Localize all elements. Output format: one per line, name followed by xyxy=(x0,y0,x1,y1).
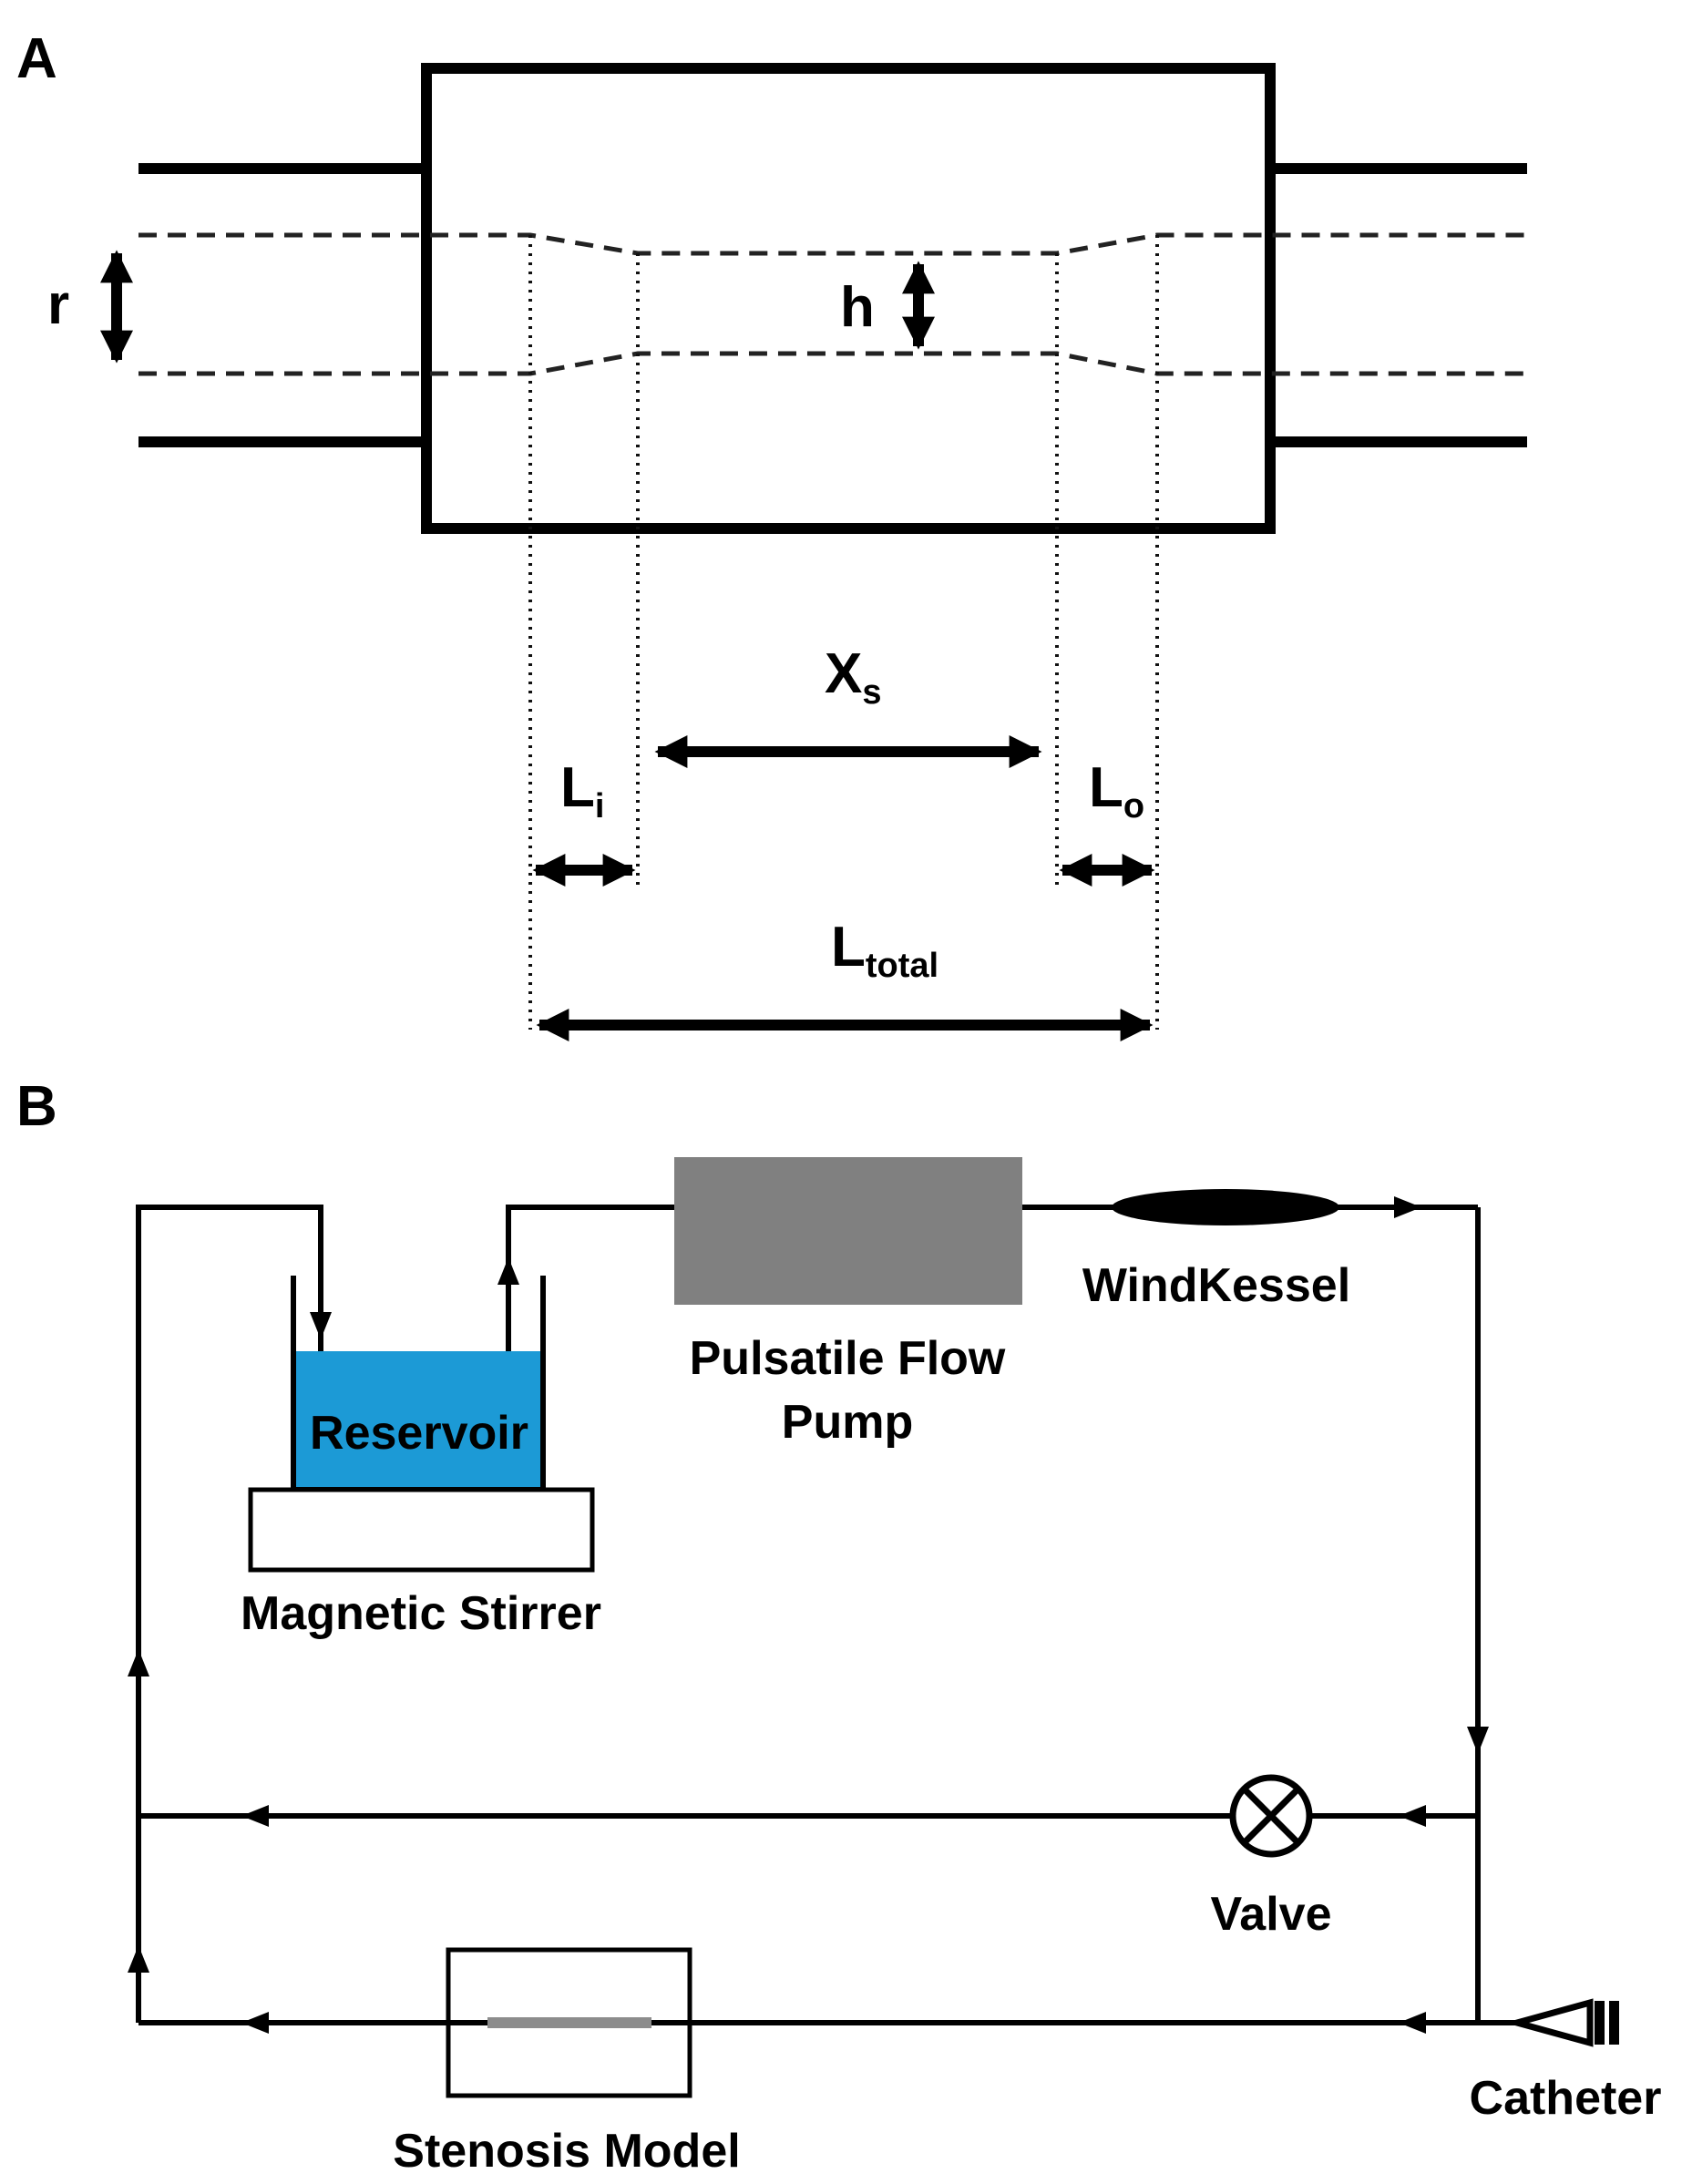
reservoir-fluid xyxy=(293,1351,543,1490)
r-label: r xyxy=(47,273,69,336)
lumen-profile xyxy=(138,232,1527,376)
magnetic-stirrer: Magnetic Stirrer xyxy=(241,1487,601,1640)
panel-a: A r h Xs Li xyxy=(16,27,1527,1041)
xs-label: Xs xyxy=(825,642,882,712)
li-label: Li xyxy=(560,756,604,825)
h-label: h xyxy=(840,276,875,339)
stenosis-model-label: Stenosis Model xyxy=(393,2125,740,2178)
projection-lines xyxy=(528,235,1159,1030)
catheter: Catheter xyxy=(1470,1998,1662,2125)
pulsatile-flow-pump: Pulsatile Flow Pump xyxy=(674,1157,1022,1449)
pump-label-line1: Pulsatile Flow xyxy=(690,1332,1006,1385)
windkessel-label: WindKessel xyxy=(1082,1259,1350,1312)
panel-a-label: A xyxy=(16,27,57,90)
reservoir: Reservoir xyxy=(291,1276,546,1492)
pump-label-line2: Pump xyxy=(782,1396,913,1449)
lo-label: Lo xyxy=(1089,756,1144,825)
stenosis-model: Stenosis Model xyxy=(393,1947,741,2178)
valve-label: Valve xyxy=(1210,1888,1331,1941)
stenosis-chamber-box xyxy=(421,63,1276,534)
panel-b-label: B xyxy=(16,1075,57,1138)
panel-b: B xyxy=(16,1075,1661,2178)
windkessel: WindKessel xyxy=(1082,1189,1350,1312)
ltotal-label: Ltotal xyxy=(831,916,938,985)
magnetic-stirrer-label: Magnetic Stirrer xyxy=(241,1587,601,1640)
outer-tube-walls xyxy=(138,163,1527,447)
valve: Valve xyxy=(1210,1774,1332,1941)
catheter-label: Catheter xyxy=(1470,2072,1662,2125)
reservoir-label: Reservoir xyxy=(310,1407,528,1460)
flow-arrows xyxy=(128,1196,1489,2034)
